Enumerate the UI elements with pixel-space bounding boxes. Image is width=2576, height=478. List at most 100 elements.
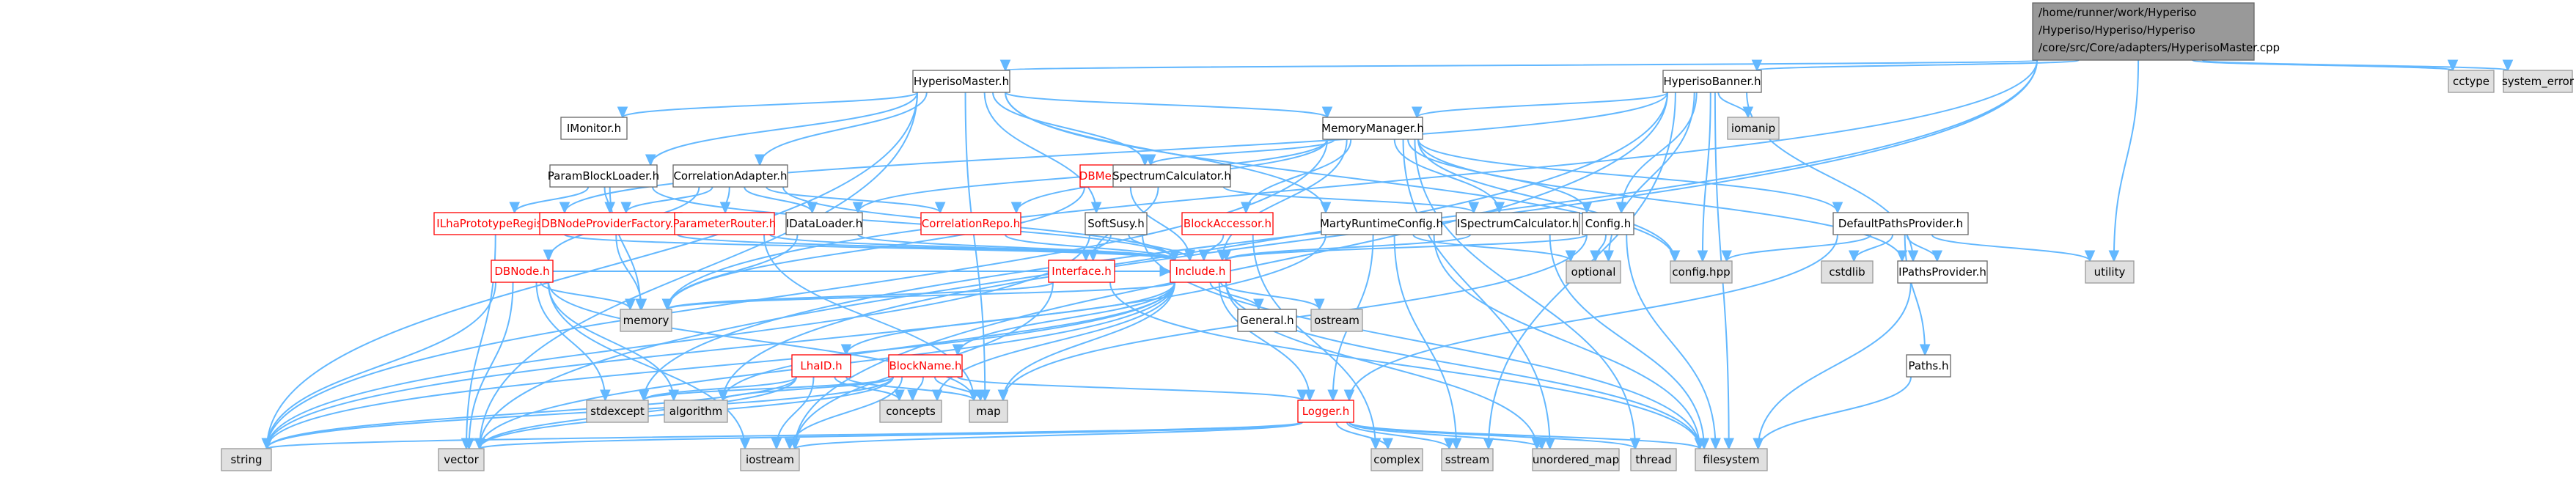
node-label: iostream [746,453,794,466]
edge-ParamBlockLoader-to-ILhaPrototypeRegistry [515,186,590,213]
edge-ParamBlockLoader-to-DBNodeProviderFactory [603,186,610,213]
edge-BlockAccessor-to-Include [1204,234,1225,260]
node-sstream[interactable]: sstream [1441,448,1494,471]
node-correlationadapter[interactable]: CorrelationAdapter.h [672,164,788,188]
edge-CorrelationAdapter-to-CorrelationRepo [766,186,940,213]
edge-MartyRuntimeConfig-to-string [267,234,1326,449]
node-hyperisobanner[interactable]: HyperisoBanner.h [1662,70,1762,93]
edge-SpectrumCalculator-to-ISpectrumCalculator [1222,186,1474,213]
node-ipathsprovider[interactable]: IPathsProvider.h [1897,260,1988,284]
edge-Logger-to-filesystem [1348,422,1700,449]
node-blockname[interactable]: BlockName.h [888,354,963,378]
edge-DBNode-to-memory [540,282,630,309]
edge-BlockName-to-string [267,376,894,449]
node-lhaid[interactable]: LhaID.h [791,354,851,378]
node-memorymanager[interactable]: MemoryManager.h [1321,117,1424,140]
edge-CorrelationAdapter-to-DBNodeProviderFactory [626,186,713,213]
node-config[interactable]: Config.h [1582,212,1634,235]
node-label: sstream [1445,453,1489,466]
edge-MemoryManager-to-DefaultPathsProvider [1417,139,1838,213]
node-cctype[interactable]: cctype [2448,70,2495,93]
node-parameterrouter[interactable]: ParameterRouter.h [673,212,777,235]
node-general[interactable]: General.h [1237,309,1297,332]
node-paths[interactable]: Paths.h [1906,354,1951,378]
edge-DefaultPathsProvider-to-Paths [1904,234,1925,355]
edge-Include-to-concepts [937,282,1175,400]
edge-DefaultPathsProvider-to-config_hpp [1727,234,1872,261]
node-label: Include.h [1175,265,1226,278]
edge-root-to-HyperisoBanner [1757,59,2080,70]
node-map[interactable]: map [969,400,1008,423]
edge-MemoryManager-to-thread [1414,139,1635,449]
node-label: LhaID.h [800,359,842,372]
node-ostream[interactable]: ostream [1310,309,1363,332]
node-memory[interactable]: memory [620,309,672,332]
node-stdexcept[interactable]: stdexcept [586,400,649,423]
node-iomanip[interactable]: iomanip [1727,117,1780,140]
node-label: complex [1373,453,1420,466]
node-label: iomanip [1731,122,1775,135]
node-blockaccessor[interactable]: BlockAccessor.h [1181,212,1274,235]
node-martyruntimeconfig[interactable]: MartyRuntimeConfig.h [1320,212,1443,235]
edge-DBNode-to-stdexcept [535,282,606,400]
node-config-hpp[interactable]: config.hpp [1670,260,1733,284]
node-label: DefaultPathsProvider.h [1838,217,1963,230]
edge-CorrelationRepo-to-Include [1004,234,1175,260]
edge-Include-to-BlockName [958,282,1175,355]
node-include[interactable]: Include.h [1170,260,1231,283]
node-defaultpathsprovider[interactable]: DefaultPathsProvider.h [1832,212,1969,235]
edge-Include-to-LhaID [846,282,1175,355]
edge-Include-to-memory [667,282,1175,309]
node-paramblockloader[interactable]: ParamBlockLoader.h [548,164,659,188]
edge-Logger-to-complex [1335,422,1388,449]
node-label: MartyRuntimeConfig.h [1320,217,1443,230]
node-string[interactable]: string [221,448,272,471]
node-label: General.h [1240,314,1293,327]
node-filesystem[interactable]: filesystem [1695,448,1768,471]
edge-DBNode-to-algorithm [547,282,674,400]
node-label: ostream [1314,314,1359,327]
node-complex[interactable]: complex [1370,448,1423,471]
node-logger[interactable]: Logger.h [1297,400,1354,423]
node-dbnode[interactable]: DBNode.h [491,260,554,283]
node-iostream[interactable]: iostream [740,448,800,471]
node-root-file[interactable]: /home/runner/work/Hyperiso /Hyperiso/Hyp… [2032,2,2280,61]
node-thread[interactable]: thread [1630,448,1677,471]
node-utility[interactable]: utility [2085,260,2135,284]
node-label: Config.h [1585,217,1631,230]
edge-LhaID-to-stdexcept [644,376,797,400]
node-label: thread [1635,453,1671,466]
node-optional[interactable]: optional [1566,260,1621,284]
node-correlationrepo[interactable]: CorrelationRepo.h [920,212,1021,235]
node-algorithm[interactable]: algorithm [664,400,728,423]
node-unordered-map[interactable]: unordered_map [1532,448,1620,471]
edge-Logger-to-sstream [1346,422,1449,449]
node-system-error[interactable]: system_error [2502,70,2575,93]
edge-DefaultPathsProvider-to-cstdlib [1854,234,1894,261]
node-interface[interactable]: Interface.h [1048,260,1115,283]
edge-Logger-to-vector [480,422,1303,449]
edge-Interface-to-filesystem [1109,282,1700,449]
edge-CorrelationAdapter-to-IDataLoader [744,186,812,213]
edge-HyperisoBanner-to-ILhaPrototypeRegistry [565,92,1668,213]
node-label: concepts [886,405,936,418]
edge-MartyRuntimeConfig-to-filesystem [1433,234,1700,449]
node-imonitor[interactable]: IMonitor.h [560,117,628,140]
edge-IPathsProvider-to-filesystem [1758,282,1912,449]
node-spectrumcalculator[interactable]: SpectrumCalculator.h [1112,164,1231,188]
node-vector[interactable]: vector [438,448,485,471]
edge-HyperisoBanner-to-iomanip [1717,92,1747,117]
edge-Include-to-ostream [1219,282,1319,309]
edge-BlockAccessor-to-complex [1252,234,1376,449]
node-idataloader[interactable]: IDataLoader.h [785,212,863,235]
node-dbnodeproviderfactory[interactable]: DBNodeProviderFactory.h [539,212,683,235]
node-ispectrumcalculator[interactable]: ISpectrumCalculator.h [1456,212,1580,235]
node-concepts[interactable]: concepts [879,400,942,423]
node-label: IDataLoader.h [786,217,863,230]
edge-DefaultPathsProvider-to-IPathsProvider [1906,234,1937,261]
node-cstdlib[interactable]: cstdlib [1821,260,1874,284]
edge-Logger-to-unordered_map [1348,422,1542,449]
node-softsusy[interactable]: SoftSusy.h [1085,212,1148,235]
edge-HyperisoMaster-to-config_hpp [1005,92,1675,261]
node-hyperisomaster[interactable]: HyperisoMaster.h [912,70,1010,93]
